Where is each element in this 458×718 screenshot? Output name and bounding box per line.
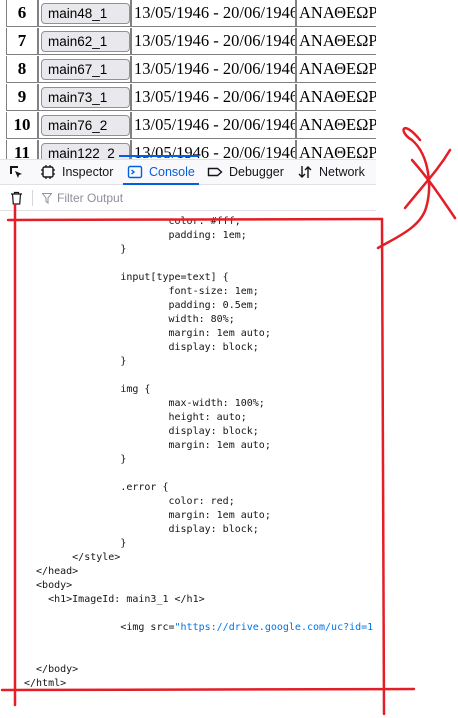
html-source-tail: </body> </html>	[24, 664, 79, 689]
filter-placeholder: Filter Output	[57, 191, 124, 205]
tab-network[interactable]: Network	[297, 160, 365, 184]
status-cell: ΑΝΑΘΕΩΡ	[296, 56, 376, 83]
tab-inspector[interactable]: Inspector	[40, 160, 113, 184]
inspector-icon	[41, 165, 55, 179]
annotation-cross-stroke-1	[403, 148, 452, 210]
row-number: 8	[6, 56, 38, 83]
date-range-cell: 13/05/1946 - 20/06/1946	[131, 28, 296, 55]
row-number: 9	[6, 84, 38, 111]
image-id-button[interactable]: main76_2	[41, 114, 130, 136]
image-id-button[interactable]: main48_1	[41, 2, 130, 24]
image-id-button[interactable]: main62_1	[41, 30, 130, 52]
status-cell: ΑΝΑΘΕΩΡ	[296, 140, 376, 159]
filter-icon	[42, 192, 52, 204]
debugger-icon	[207, 167, 223, 177]
row-button-cell: main48_1	[38, 0, 131, 27]
status-cell: ΑΝΑΘΕΩΡ	[296, 84, 376, 111]
row-button-cell: main62_1	[38, 28, 131, 55]
row-button-cell: main76_2	[38, 112, 131, 139]
annotation-cross-stroke-2	[410, 158, 457, 220]
focus-underline	[119, 155, 199, 157]
row-number: 6	[6, 0, 38, 27]
console-output[interactable]: color: #fff; padding: 1em; } input[type=…	[0, 211, 376, 718]
element-picker-icon[interactable]	[8, 164, 24, 180]
annotation-scribble	[376, 126, 431, 250]
status-cell: ΑΝΑΘΕΩΡ	[296, 28, 376, 55]
tab-debugger-label: Debugger	[229, 165, 284, 179]
console-filter-bar: Filter Output	[0, 185, 376, 211]
console-log-message: color: #fff; padding: 1em; } input[type=…	[24, 215, 373, 691]
tab-inspector-label: Inspector	[62, 165, 114, 179]
trash-icon[interactable]	[10, 191, 23, 205]
filter-output-input[interactable]: Filter Output	[42, 190, 123, 206]
row-number: 10	[6, 112, 38, 139]
row-number: 11	[6, 140, 38, 159]
toolbar-divider	[32, 190, 33, 206]
annotation-rectangle-right-edge	[380, 217, 386, 716]
row-button-cell: main122_2	[38, 140, 131, 159]
network-icon	[298, 166, 312, 178]
status-cell: ΑΝΑΘΕΩΡ	[296, 0, 376, 27]
tab-console[interactable]: Console	[123, 160, 199, 185]
date-range-cell: 13/05/1946 - 20/06/1946	[131, 0, 296, 27]
html-source-text: color: #fff; padding: 1em; } input[type=…	[36, 216, 374, 633]
tab-console-label: Console	[149, 165, 195, 179]
tab-network-label: Network	[319, 165, 365, 179]
date-range-cell: 13/05/1946 - 20/06/1946	[131, 112, 296, 139]
status-cell: ΑΝΑΘΕΩΡ	[296, 112, 376, 139]
image-id-button[interactable]: main122_2	[41, 142, 130, 159]
row-number: 7	[6, 28, 38, 55]
url-string: "https://drive.google.com/uc?id=1	[174, 622, 374, 633]
date-range-cell: 13/05/1946 - 20/06/1946	[131, 56, 296, 83]
image-id-button[interactable]: main67_1	[41, 58, 130, 80]
row-button-cell: main67_1	[38, 56, 131, 83]
tab-debugger[interactable]: Debugger	[207, 160, 284, 184]
date-range-cell: 13/05/1946 - 20/06/1946	[131, 84, 296, 111]
devtools-toolbar: Inspector Console Debugger Network	[0, 159, 376, 185]
row-button-cell: main73_1	[38, 84, 131, 111]
image-id-button[interactable]: main73_1	[41, 86, 130, 108]
console-icon	[127, 165, 143, 179]
